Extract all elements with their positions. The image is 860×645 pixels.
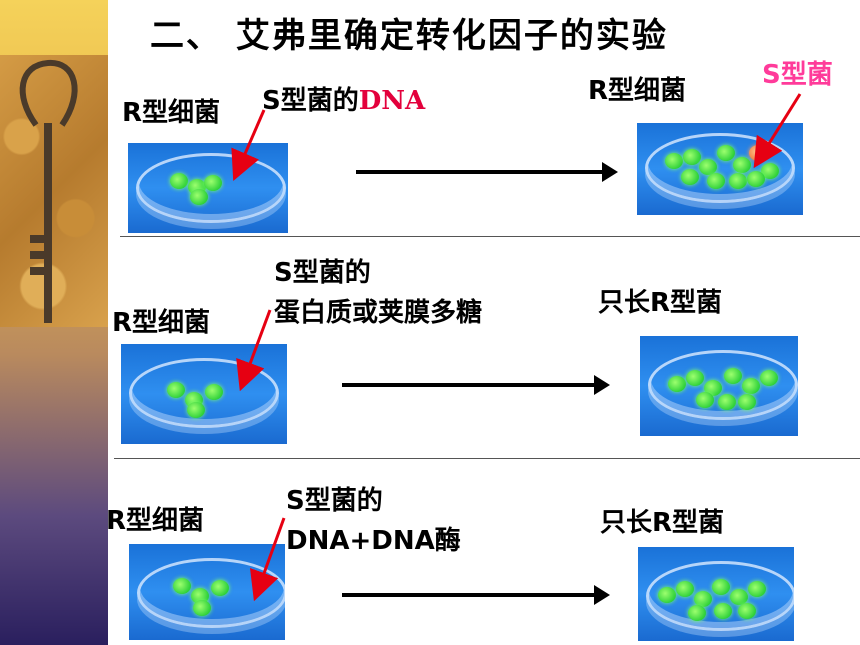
row3-added-line2: DNA+DNA酶 — [286, 526, 461, 556]
row3-right-label: 只长R型菌 — [600, 508, 725, 538]
r-colony — [170, 173, 188, 189]
row1-left-label: R型细菌 — [122, 98, 221, 128]
row2-arrow — [342, 375, 610, 395]
r-colony — [204, 175, 222, 191]
row-divider — [114, 458, 860, 459]
row2-right-label: 只长R型菌 — [598, 288, 723, 318]
row2-added-line1: S型菌的 — [274, 258, 371, 288]
row1-left-dish — [128, 143, 288, 233]
row1-added-highlight: DNA — [358, 86, 426, 116]
row2-left-label: R型细菌 — [112, 308, 211, 338]
row1-right-label: R型细菌 — [588, 76, 687, 106]
row1-s-pointer — [753, 93, 802, 169]
row3-left-label: R型细菌 — [106, 506, 205, 536]
row3-pointer — [250, 517, 286, 602]
row1-pointer — [231, 109, 266, 182]
row1-right-dish — [637, 123, 803, 215]
page-title: 二、 艾弗里确定转化因子的实验 — [150, 16, 668, 56]
row1-added-label: S型菌的DNA — [262, 86, 425, 117]
row1-arrow — [356, 162, 618, 182]
r-colony — [190, 189, 208, 205]
row1-s-label: S型菌 — [762, 60, 833, 90]
row3-arrow — [342, 585, 610, 605]
row3-right-dish — [638, 547, 794, 641]
row3-added-line1: S型菌的 — [286, 486, 383, 516]
key-icon — [19, 59, 78, 323]
row-divider — [120, 236, 860, 237]
row1-added-prefix: S型菌的 — [262, 86, 359, 116]
row2-pointer — [236, 309, 272, 392]
row2-added-line2: 蛋白质或荚膜多糖 — [274, 298, 483, 328]
key-image — [0, 55, 108, 327]
row2-right-dish — [640, 336, 798, 436]
